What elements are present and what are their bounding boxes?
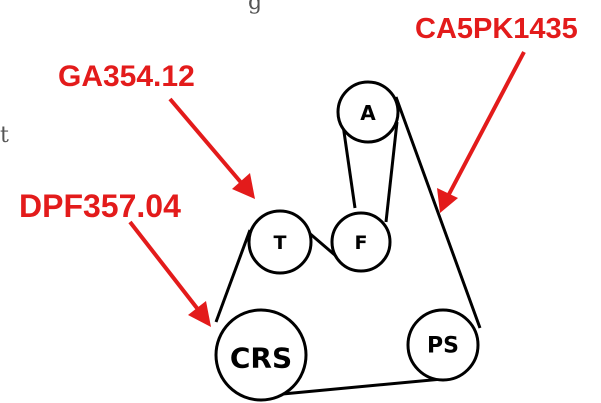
belt xyxy=(214,96,482,397)
arrow-dpf-shaft xyxy=(128,220,202,314)
arrow-ga-head xyxy=(232,173,255,199)
arrow-ca xyxy=(437,51,526,213)
arrow-ca-head xyxy=(437,188,458,213)
pulley-crs-label: CRS xyxy=(230,342,292,375)
arrow-ga xyxy=(168,97,255,199)
part-label-ga: GA354.12 xyxy=(58,60,195,93)
background-text-fragment-top: g xyxy=(248,0,262,15)
arrow-ca-shaft xyxy=(445,51,526,199)
pulley-ps: PS xyxy=(406,308,480,382)
pulley-a: A xyxy=(336,80,400,144)
belt-segment-crs-t xyxy=(214,229,252,323)
pulley-t-label: T xyxy=(274,232,287,254)
background-text-fragment-side: t xyxy=(0,123,9,148)
arrow-dpf-head xyxy=(188,301,211,327)
arrow-dpf xyxy=(128,220,211,327)
pulley-a-circle xyxy=(336,80,400,144)
belt-segment-f-a xyxy=(384,121,399,223)
pulley-crs-circle xyxy=(214,308,308,402)
pulley-ps-label: PS xyxy=(427,334,459,359)
pulley-ps-circle xyxy=(406,308,480,382)
pulley-f-circle xyxy=(330,211,392,273)
pulley-t: T xyxy=(247,209,313,275)
belt-segment-ps-crs xyxy=(271,376,454,397)
belt-segment-a-left xyxy=(340,117,357,209)
pulley-f-label: F xyxy=(355,232,368,254)
part-label-ca: CA5PK1435 xyxy=(415,13,578,45)
pulley-f: F xyxy=(330,211,392,273)
belt-segment-t-f xyxy=(307,230,337,258)
pulley-t-circle xyxy=(247,209,313,275)
pulley-crs: CRS xyxy=(214,308,308,402)
pulley-a-label: A xyxy=(360,101,376,125)
arrow-ga-shaft xyxy=(168,97,246,188)
belt-segment-a-ps xyxy=(394,96,482,329)
part-label-dpf: DPF357.04 xyxy=(19,188,181,224)
